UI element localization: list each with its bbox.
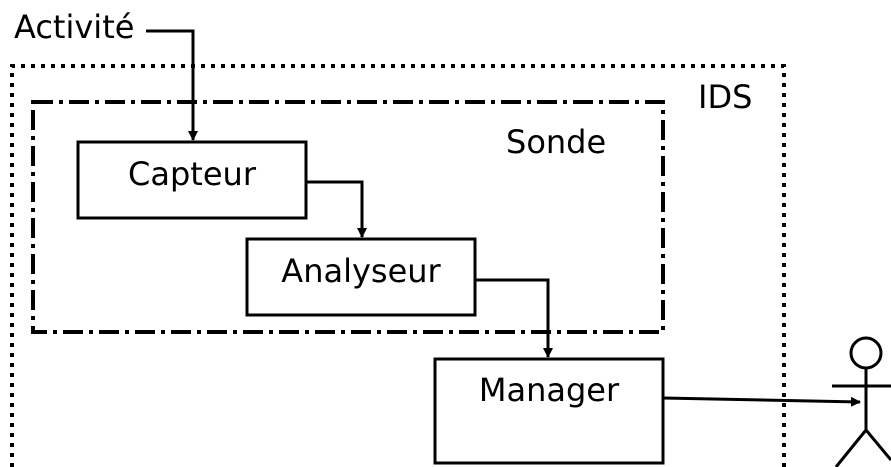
sensor-to-analyzer-arrow [306, 180, 367, 238]
probe-boundary [31, 100, 665, 334]
ids-boundary [10, 64, 786, 467]
analyzer-to-manager-arrow [475, 278, 553, 358]
sensor-label: Capteur [128, 155, 257, 193]
manager-to-user-arrow [662, 396, 861, 407]
user-head-icon [849, 336, 883, 370]
user-figure [832, 336, 891, 467]
analyzer-box [245, 237, 477, 317]
sensor-box [76, 140, 308, 220]
probe-label: Sonde [506, 123, 606, 161]
activity-arrow [146, 29, 198, 141]
analyzer-label: Analyseur [281, 252, 441, 290]
ids-label: IDS [698, 78, 752, 116]
manager-label: Manager [479, 371, 620, 409]
activity-label: Activité [14, 8, 134, 46]
manager-box [433, 357, 665, 465]
